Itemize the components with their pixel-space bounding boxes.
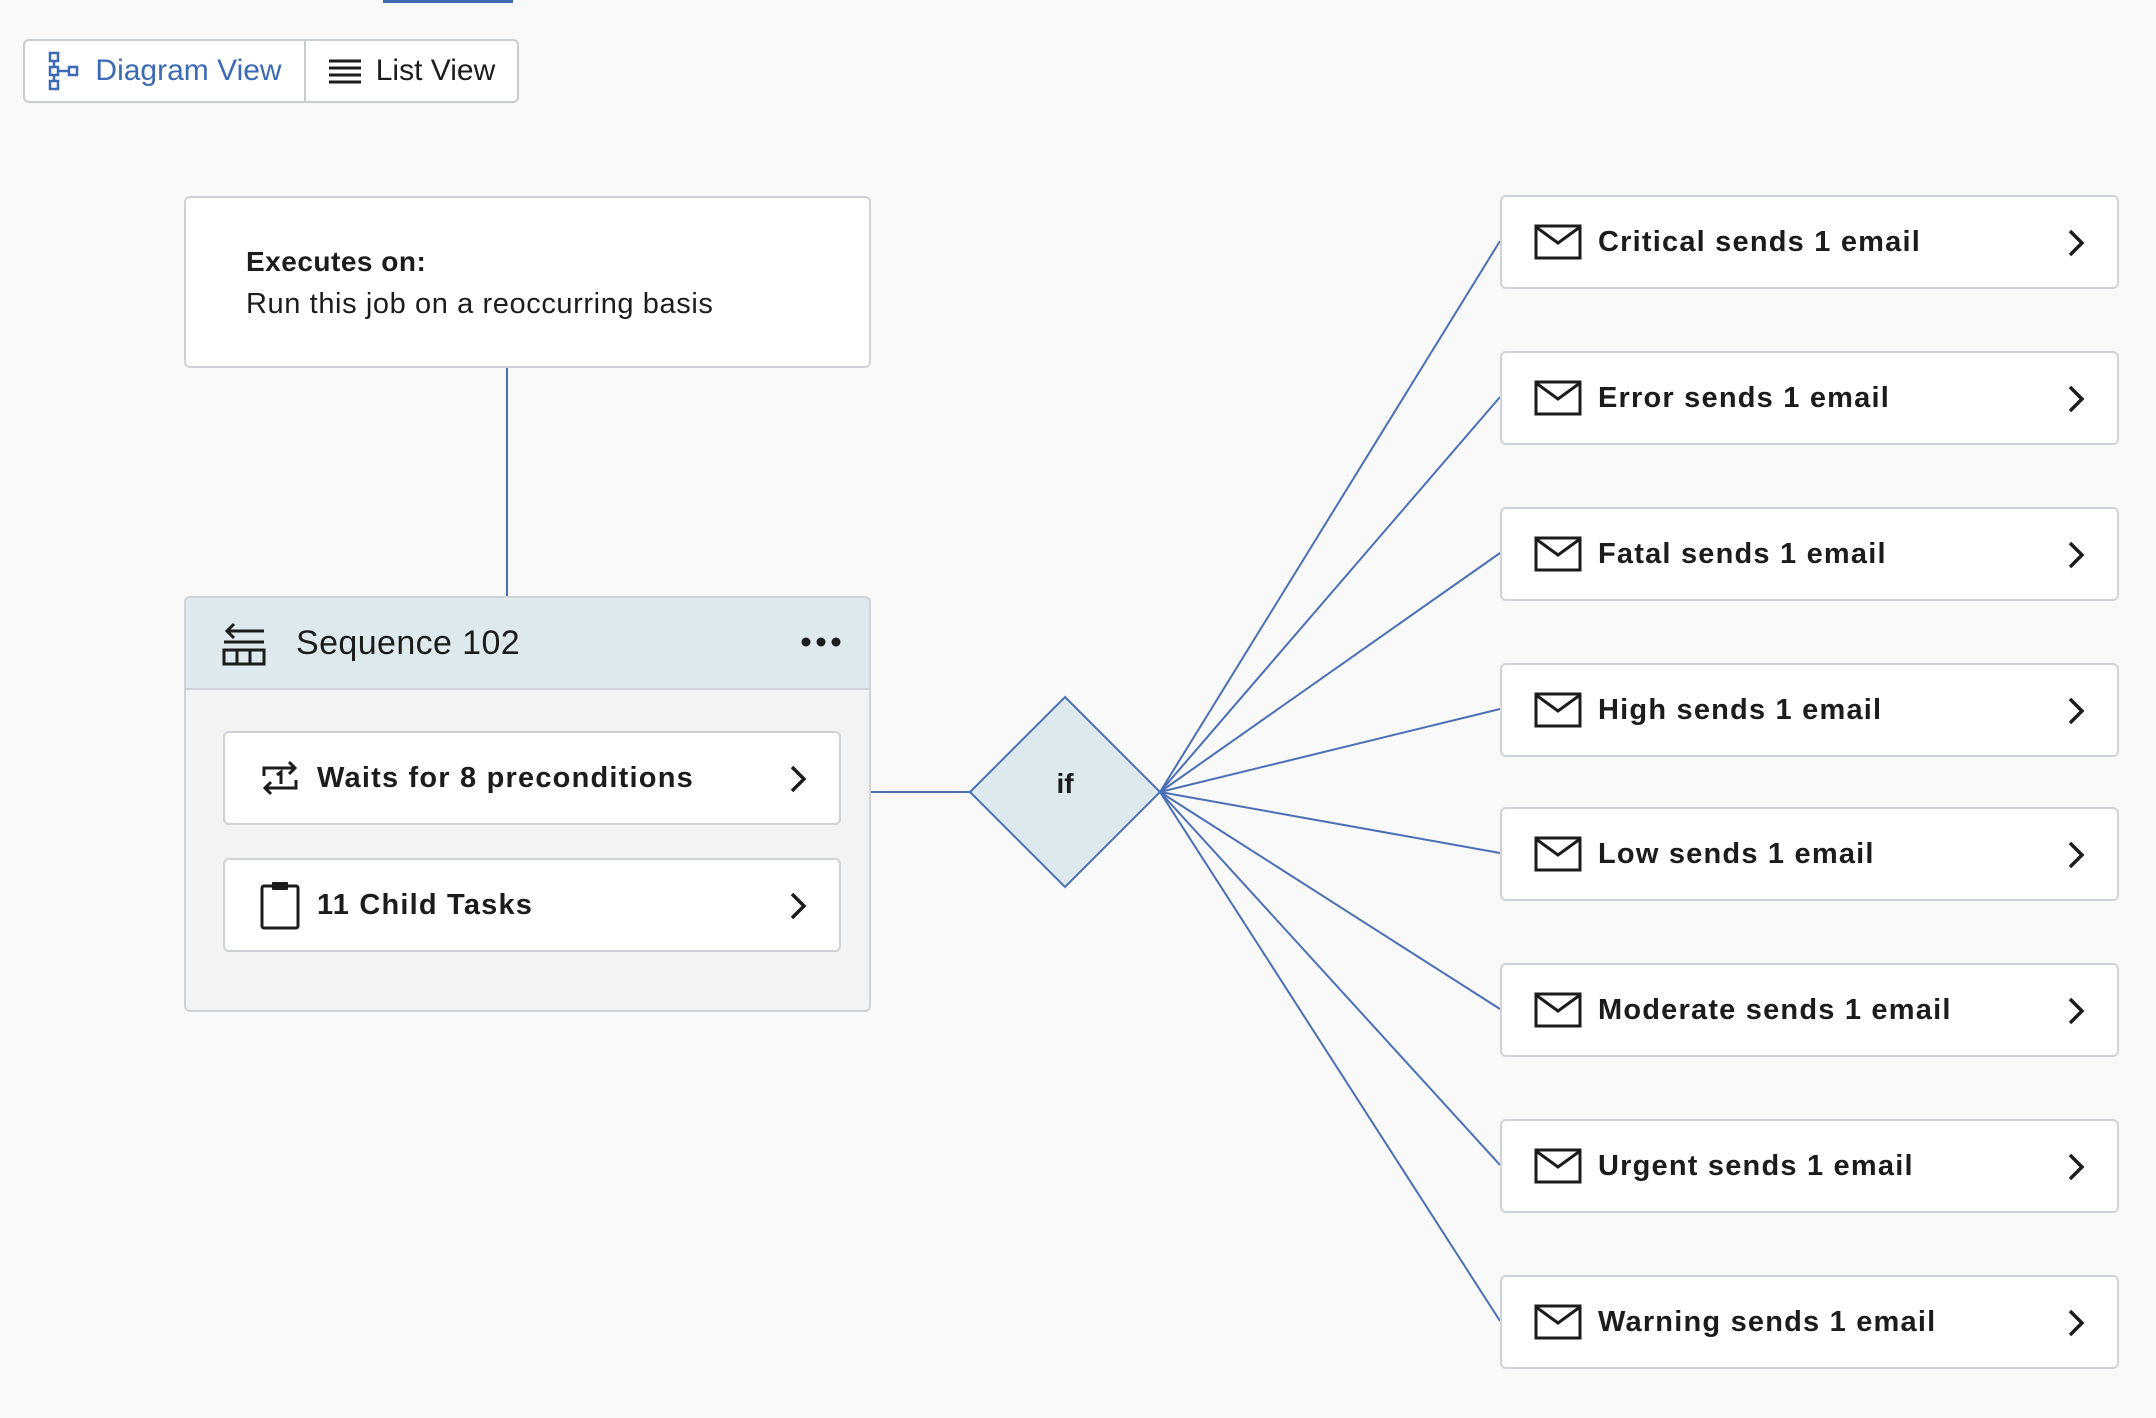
- list-view-button[interactable]: List View: [306, 41, 517, 101]
- diagram-icon: [47, 51, 81, 91]
- repeat-one-icon: [257, 756, 303, 800]
- branch-email-card[interactable]: Fatal sends 1 email: [1500, 507, 2119, 601]
- branch-email-card[interactable]: Error sends 1 email: [1500, 351, 2119, 445]
- chevron-right-icon: [2065, 1308, 2087, 1338]
- chevron-right-icon: [787, 891, 809, 921]
- branch-email-card[interactable]: Moderate sends 1 email: [1500, 963, 2119, 1057]
- mail-icon: [1534, 224, 1582, 260]
- mail-icon: [1534, 1148, 1582, 1184]
- branch-email-card[interactable]: High sends 1 email: [1500, 663, 2119, 757]
- branch-connector: [1159, 791, 1501, 1322]
- trigger-title: Executes on:: [246, 246, 427, 277]
- sequence-title: Sequence 102: [296, 623, 521, 662]
- branch-label: High sends 1 email: [1598, 693, 1883, 726]
- branch-connector: [1159, 791, 1501, 854]
- chevron-right-icon: [2065, 840, 2087, 870]
- trigger-card: Executes on: Run this job on a reoccurri…: [184, 196, 871, 368]
- preconditions-row[interactable]: Waits for 8 preconditions: [223, 731, 841, 825]
- mail-icon: [1534, 992, 1582, 1028]
- mail-icon: [1534, 1304, 1582, 1340]
- trigger-description: Run this job on a reoccurring basis: [246, 288, 714, 320]
- branch-connector: [1159, 708, 1501, 793]
- chevron-right-icon: [2065, 696, 2087, 726]
- branch-connector: [1159, 240, 1501, 793]
- branch-email-card[interactable]: Urgent sends 1 email: [1500, 1119, 2119, 1213]
- clipboard-icon: [257, 880, 303, 930]
- branch-email-card[interactable]: Warning sends 1 email: [1500, 1275, 2119, 1369]
- sequence-icon: [222, 620, 268, 666]
- sequence-container: Sequence 102 Waits for 8 preconditions: [184, 596, 871, 1012]
- list-icon: [328, 58, 362, 84]
- chevron-right-icon: [787, 764, 809, 794]
- decision-diamond: [968, 695, 1162, 889]
- view-toggle: Diagram View List View: [23, 39, 519, 103]
- child-tasks-label: 11 Child Tasks: [317, 888, 534, 921]
- mail-icon: [1534, 380, 1582, 416]
- branch-label: Warning sends 1 email: [1598, 1305, 1937, 1338]
- mail-icon: [1534, 536, 1582, 572]
- chevron-right-icon: [2065, 996, 2087, 1026]
- branch-connector: [1159, 791, 1501, 1166]
- branch-label: Moderate sends 1 email: [1598, 993, 1952, 1026]
- active-tab-indicator: [383, 0, 513, 3]
- branch-email-card[interactable]: Critical sends 1 email: [1500, 195, 2119, 289]
- branch-label: Fatal sends 1 email: [1598, 537, 1887, 570]
- diagram-view-label: Diagram View: [95, 54, 282, 87]
- child-tasks-row[interactable]: 11 Child Tasks: [223, 858, 841, 952]
- chevron-right-icon: [2065, 228, 2087, 258]
- more-options-icon[interactable]: [799, 622, 843, 662]
- sequence-header: Sequence 102: [186, 598, 869, 690]
- branch-label: Urgent sends 1 email: [1598, 1149, 1914, 1182]
- branch-connector: [1159, 396, 1501, 793]
- branch-label: Low sends 1 email: [1598, 837, 1875, 870]
- branch-label: Error sends 1 email: [1598, 381, 1890, 414]
- preconditions-label: Waits for 8 preconditions: [317, 761, 694, 794]
- diagram-view-button[interactable]: Diagram View: [25, 41, 306, 101]
- branch-label: Critical sends 1 email: [1598, 225, 1921, 258]
- chevron-right-icon: [2065, 384, 2087, 414]
- chevron-right-icon: [2065, 540, 2087, 570]
- mail-icon: [1534, 692, 1582, 728]
- branch-connector: [1159, 791, 1501, 1010]
- branch-connector: [1159, 552, 1501, 793]
- branch-email-card[interactable]: Low sends 1 email: [1500, 807, 2119, 901]
- list-view-label: List View: [375, 54, 496, 87]
- mail-icon: [1534, 836, 1582, 872]
- chevron-right-icon: [2065, 1152, 2087, 1182]
- decision-label: if: [1056, 768, 1074, 799]
